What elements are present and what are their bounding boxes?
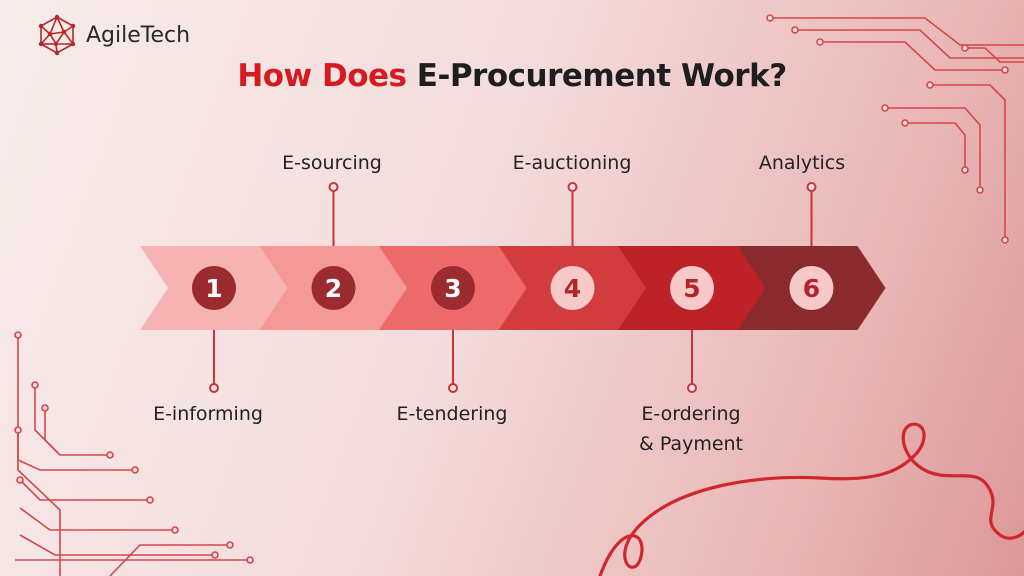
step-number-2: 2 [325, 274, 342, 303]
step-connector-dot-1 [209, 383, 219, 393]
step-badge-2 [311, 266, 356, 310]
step-connector-dot-3 [448, 383, 458, 393]
step-connector-dot-2 [328, 182, 339, 192]
step-badge-6 [789, 266, 834, 310]
title-rest: E-Procurement Work? [416, 58, 787, 94]
step-badge-3 [431, 266, 475, 310]
step-number-4: 4 [564, 274, 581, 303]
swirl-decoration [598, 422, 1024, 576]
step-badge-1 [192, 266, 236, 310]
step-connector-dot-4 [567, 182, 578, 192]
network-globe-icon [38, 14, 76, 56]
page-title: How Does E-Procurement Work? [0, 58, 1024, 94]
brand-logo[interactable]: AgileTech [36, 14, 190, 56]
step-label-2: E-sourcing [282, 152, 382, 174]
step-connector-dot-6 [806, 182, 817, 192]
step-connector-dot-5 [687, 383, 697, 393]
brand-name: AgileTech [86, 22, 191, 48]
step-number-6: 6 [803, 274, 820, 303]
step-label-6: Analytics [758, 152, 846, 174]
step-label-5: E-ordering & Payment [638, 403, 744, 455]
step-label-3: E-tendering [396, 403, 508, 425]
step-number-3: 3 [444, 274, 461, 303]
step-number-1: 1 [205, 274, 222, 303]
circuit-nodes-top-right [766, 14, 1009, 244]
circuit-decoration-bottom-left [15, 335, 250, 576]
title-highlight: How Does [237, 58, 407, 94]
circuit-nodes-bottom-left [14, 331, 254, 564]
step-badge-4 [550, 266, 595, 310]
step-badge-5 [670, 266, 714, 310]
step-number-5: 5 [683, 274, 700, 303]
step-label-4: E-auctioning [512, 152, 632, 174]
circuit-decoration-top-right [770, 17, 1024, 240]
step-label-1: E-informing [153, 403, 263, 425]
